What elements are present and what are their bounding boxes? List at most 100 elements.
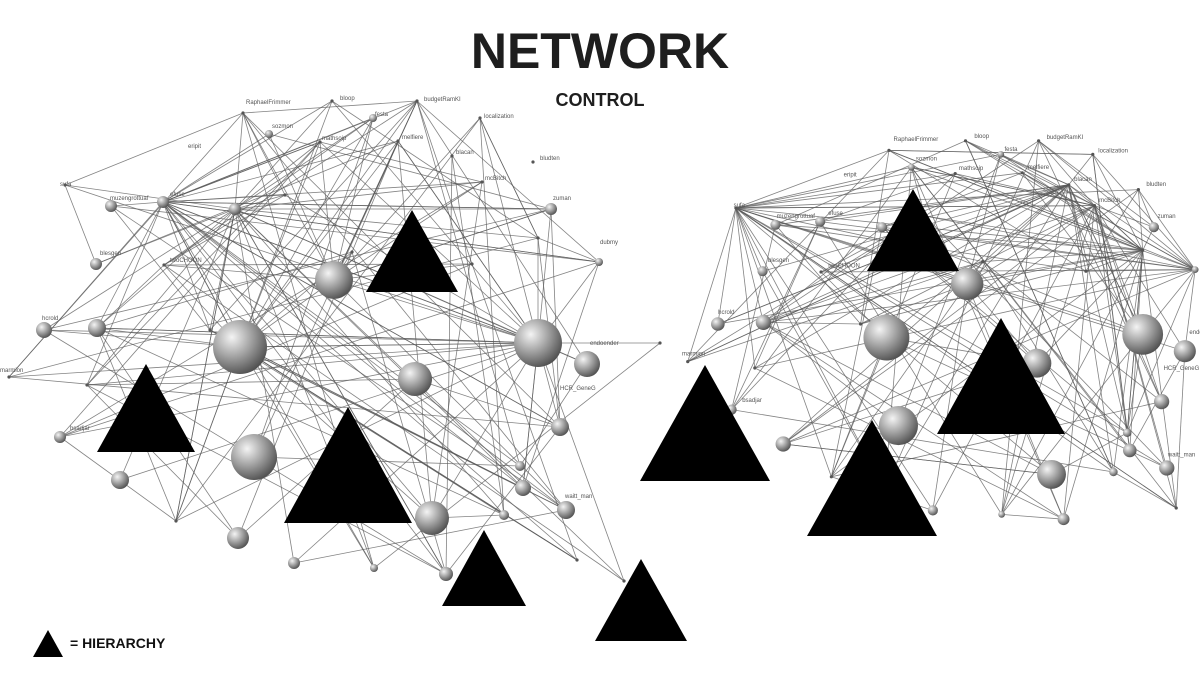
- left-network-edge: [519, 363, 588, 467]
- left-network-node: [174, 519, 178, 523]
- left-network-edge: [293, 509, 567, 564]
- left-network-edge: [242, 112, 567, 511]
- hierarchy-triangle: [867, 189, 959, 271]
- right-network-node: [878, 406, 918, 446]
- right-network-node: [907, 163, 915, 171]
- left-network-edge: [95, 140, 399, 265]
- node-label: blacan: [1074, 177, 1092, 183]
- left-network-node: [369, 114, 377, 122]
- left-network-node: [658, 341, 662, 345]
- right-network-edge: [731, 166, 912, 410]
- left-network-edge: [175, 117, 481, 522]
- left-network-edge: [86, 384, 239, 539]
- left-network-edge: [431, 342, 539, 519]
- right-network-edge: [819, 221, 1002, 515]
- left-network-edge: [239, 141, 321, 348]
- left-network-edge: [239, 140, 399, 348]
- right-network-edge: [735, 166, 912, 209]
- hierarchy-triangle: [97, 364, 195, 452]
- left-network-edge: [96, 208, 236, 329]
- node-label: marmion: [0, 368, 23, 374]
- right-network-edge: [1021, 172, 1144, 335]
- hierarchy-triangle: [807, 420, 937, 536]
- left-network-edge: [43, 208, 552, 331]
- left-network-node: [595, 258, 603, 266]
- node-label: bludten: [1146, 182, 1166, 188]
- left-network-node: [557, 501, 575, 519]
- left-network-edge: [96, 264, 165, 329]
- right-network-edge: [1113, 471, 1177, 509]
- right-network-edge: [1001, 514, 1064, 520]
- left-network-edge: [331, 100, 539, 344]
- right-network-node: [1136, 188, 1140, 192]
- left-network-node: [7, 375, 11, 379]
- left-network-edge: [162, 140, 399, 203]
- right-network-node: [1148, 222, 1159, 233]
- node-label: blacan: [456, 150, 474, 156]
- right-network-edge: [925, 215, 1143, 251]
- left-network-edge: [234, 194, 286, 210]
- left-network-edge: [319, 141, 335, 281]
- left-network-node: [315, 261, 353, 299]
- right-network-edge: [735, 207, 1167, 469]
- right-network-node: [1067, 183, 1071, 187]
- node-label: marmion: [682, 352, 705, 358]
- node-label: budgetRamKI: [424, 97, 461, 103]
- right-network-edge: [775, 224, 861, 325]
- right-network-edge: [1068, 184, 1162, 402]
- node-label: melfiere: [402, 135, 424, 141]
- right-network-edge: [1038, 140, 1095, 206]
- node-label: sozmon: [916, 156, 937, 162]
- node-label: twoCHOON: [828, 264, 860, 270]
- left-network-edge: [268, 133, 552, 210]
- right-network-edge: [735, 207, 832, 477]
- right-network-edge: [1068, 184, 1087, 272]
- left-network-edge: [416, 100, 600, 263]
- left-network-edge: [416, 100, 588, 365]
- right-network-edge: [783, 443, 1052, 475]
- node-label: eripit: [188, 144, 201, 150]
- left-network-node: [478, 116, 482, 120]
- left-network-edge: [8, 342, 539, 378]
- left-network-node: [231, 434, 277, 480]
- right-network-node: [1122, 443, 1137, 458]
- left-network-edge: [242, 100, 418, 114]
- right-network-edge: [1068, 184, 1095, 206]
- right-network-edge: [982, 261, 1162, 402]
- left-network-edge: [479, 117, 505, 516]
- left-network-edge: [522, 261, 600, 489]
- right-network-edge: [1184, 269, 1196, 352]
- left-network-edge: [96, 251, 353, 329]
- left-network-node: [213, 320, 267, 374]
- right-network-edge: [860, 205, 1095, 325]
- right-network-edge: [1000, 154, 1095, 206]
- node-label: muzengrottuaf: [110, 196, 149, 202]
- right-network-edge: [1068, 184, 1196, 270]
- right-network-edge: [1092, 154, 1196, 270]
- node-label: localization: [484, 114, 514, 120]
- right-network-edge: [735, 207, 1177, 509]
- right-network-edge: [1094, 205, 1131, 451]
- left-network-edge: [479, 117, 539, 239]
- right-network-node: [1141, 248, 1145, 252]
- node-label: efuse: [828, 211, 843, 217]
- hierarchy-triangle: [284, 407, 412, 523]
- right-network-edge: [1094, 205, 1144, 335]
- right-network-edge: [820, 173, 956, 222]
- right-network-edge: [731, 221, 821, 410]
- left-network-edge: [445, 155, 453, 575]
- node-label: localization: [1098, 148, 1128, 154]
- right-network-edge: [763, 322, 861, 325]
- node-label: eripit: [844, 172, 857, 178]
- left-network-node: [531, 160, 535, 164]
- right-network-edge: [735, 173, 956, 209]
- left-network-edge: [86, 201, 164, 386]
- right-network-node: [951, 267, 984, 301]
- right-network-edge: [735, 154, 1001, 209]
- right-network-node: [686, 360, 690, 364]
- right-network-edge: [1085, 250, 1143, 272]
- right-network-node: [1037, 459, 1066, 489]
- left-network-node: [105, 200, 117, 212]
- right-network-edge: [735, 207, 763, 272]
- right-network-node: [734, 206, 738, 210]
